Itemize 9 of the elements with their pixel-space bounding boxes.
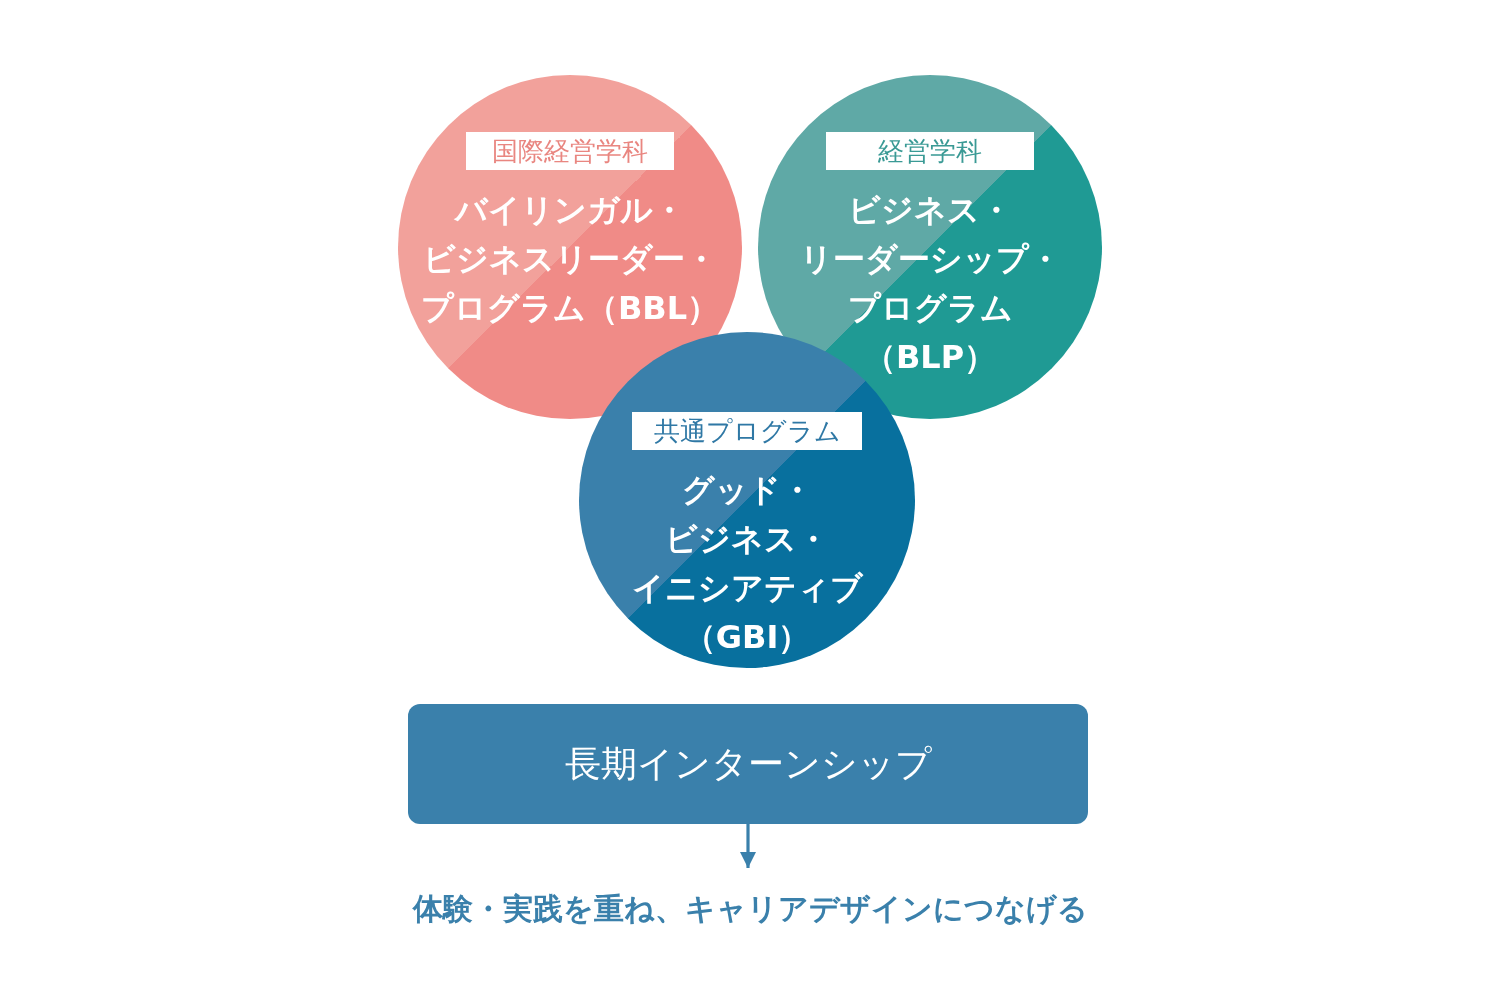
outcome-text: 体験・実践を重ね、キャリアデザインにつなげる: [300, 886, 1200, 932]
arrow: [740, 824, 756, 868]
program-name: バイリンガル・ビジネスリーダー・プログラム（BBL）: [420, 190, 720, 329]
program-name: グッド・ビジネス・イニシアティブ（GBI）: [630, 470, 864, 658]
department-label: 国際経営学科: [466, 132, 674, 170]
program-name: ビジネス・リーダーシップ・プログラム（BLP）: [798, 190, 1062, 378]
department-label: 経営学科: [826, 132, 1034, 170]
internship-box: 長期インターンシップ: [408, 704, 1088, 824]
department-label: 共通プログラム: [632, 412, 862, 450]
